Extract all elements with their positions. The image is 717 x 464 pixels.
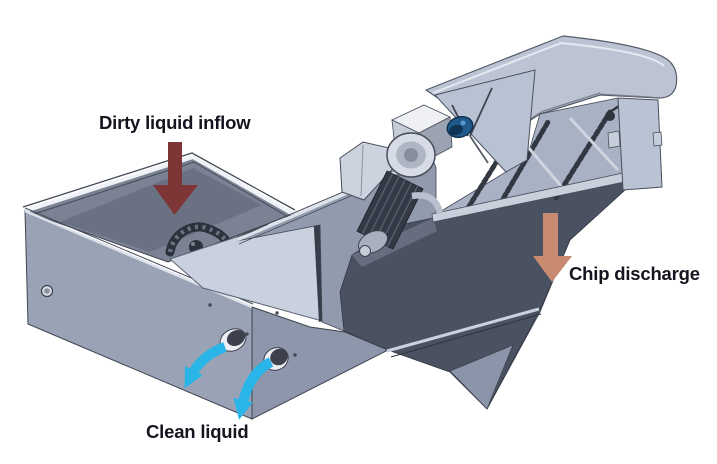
outlet-hole-left (219, 328, 247, 352)
conveyor-housing (425, 35, 678, 223)
clean-liquid-arrow-icon-1 (184, 342, 227, 389)
chain-sprocket (446, 115, 474, 139)
label-dirty-liquid-inflow: Dirty liquid inflow (99, 112, 251, 133)
label-chip-discharge: Chip discharge (569, 263, 700, 284)
panel-tab-right (652, 131, 663, 147)
discharge-end-panel (607, 97, 663, 191)
chain-guide-arc (411, 192, 444, 215)
chute-foot (449, 344, 514, 410)
flow-annotations (153, 142, 572, 420)
clean-liquid-arrow-icon-2 (233, 357, 274, 420)
chip-discharge-arrow-icon (533, 213, 572, 282)
drain-plug-bolt (40, 284, 54, 298)
chute-edge-stripe (386, 307, 542, 358)
dirty-inflow-arrow-icon (153, 142, 198, 215)
tank-interior-shadow (60, 168, 262, 252)
tank-rim (22, 152, 296, 219)
panel-bolt-dots (208, 303, 297, 357)
motor-finned-body (356, 170, 424, 257)
housing-head-plate (434, 69, 536, 173)
drive-motor-unit (339, 104, 474, 257)
panel-tab-left (607, 130, 621, 149)
motor-bevel-ring (386, 132, 436, 178)
label-clean-liquid: Clean liquid (146, 421, 249, 442)
